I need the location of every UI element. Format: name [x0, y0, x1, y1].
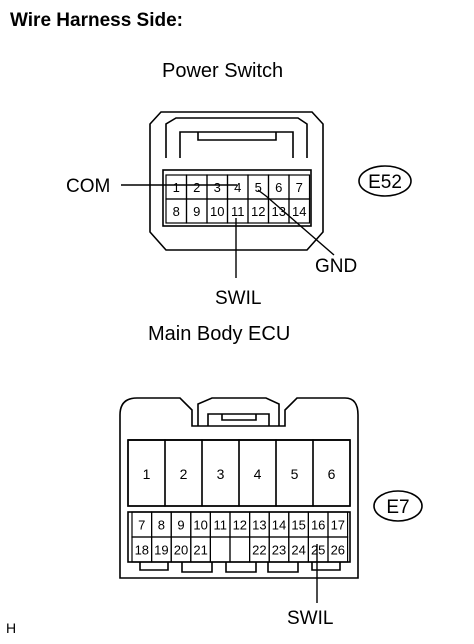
- page-heading: Wire Harness Side:: [10, 10, 184, 31]
- power-switch-title: Power Switch: [162, 60, 284, 82]
- pin-number: 1: [173, 180, 180, 195]
- pin-number: 12: [233, 518, 247, 533]
- pin-number: 10: [193, 518, 207, 533]
- pin-number: 21: [193, 543, 207, 558]
- pin-number: 13: [252, 518, 266, 533]
- footer-mark: H: [6, 620, 17, 636]
- pin-number: 11: [213, 518, 227, 533]
- large-pin-number: 6: [328, 466, 336, 482]
- e7-code-badge: [373, 490, 423, 522]
- e52-gnd-label: GND: [315, 256, 357, 277]
- large-pin-number: 5: [291, 466, 299, 482]
- pin-number: 7: [138, 518, 145, 533]
- e52-code-badge: [358, 165, 412, 197]
- pin-number: 8: [173, 204, 180, 219]
- main-body-ecu-title: Main Body ECU: [148, 323, 291, 345]
- pin-cell: [209, 536, 231, 563]
- e52-connector: [149, 111, 324, 251]
- large-pin-number: 4: [254, 466, 262, 482]
- large-pin-cell: [312, 439, 351, 507]
- e52-code: E52: [368, 172, 402, 193]
- pin-number: 9: [177, 518, 184, 533]
- pin-number: 4: [234, 180, 241, 195]
- pin-number: 23: [272, 543, 286, 558]
- pin-number: 17: [331, 518, 345, 533]
- pin-number: 14: [272, 518, 286, 533]
- pin-number: 7: [296, 180, 303, 195]
- e7-code: E7: [386, 497, 409, 518]
- pin-cell: [229, 536, 251, 563]
- pin-number: 19: [154, 543, 168, 558]
- e7-swil-label: SWIL: [287, 608, 333, 629]
- pin-number: 16: [311, 518, 325, 533]
- e52-com-label: COM: [66, 176, 110, 197]
- large-pin-number: 1: [143, 466, 151, 482]
- pin-cell: [288, 198, 311, 224]
- pin-number: 20: [174, 543, 188, 558]
- pin-number: 25: [311, 543, 325, 558]
- pin-number: 5: [255, 180, 262, 195]
- e52-signal-lines: [121, 184, 335, 278]
- pin-number: 13: [272, 204, 286, 219]
- pin-number: 22: [252, 543, 266, 558]
- pin-number: 2: [193, 180, 200, 195]
- pin-number: 10: [210, 204, 224, 219]
- pin-number: 24: [291, 543, 305, 558]
- pin-number: 18: [135, 543, 149, 558]
- large-pin-number: 2: [180, 466, 188, 482]
- pin-number: 8: [158, 518, 165, 533]
- pin-number: 11: [231, 204, 245, 219]
- pin-number: 3: [214, 180, 221, 195]
- pin-number: 12: [251, 204, 265, 219]
- large-pin-number: 3: [217, 466, 225, 482]
- pin-number: 14: [292, 204, 306, 219]
- pin-number: 15: [291, 518, 305, 533]
- pin-cell: [327, 536, 349, 563]
- e52-swil-label: SWIL: [215, 288, 261, 309]
- e7-large-pins: 1 2 3 4 5 6: [127, 439, 351, 507]
- pin-number: 9: [193, 204, 200, 219]
- pin-number: 6: [275, 180, 282, 195]
- pin-number: 26: [331, 543, 345, 558]
